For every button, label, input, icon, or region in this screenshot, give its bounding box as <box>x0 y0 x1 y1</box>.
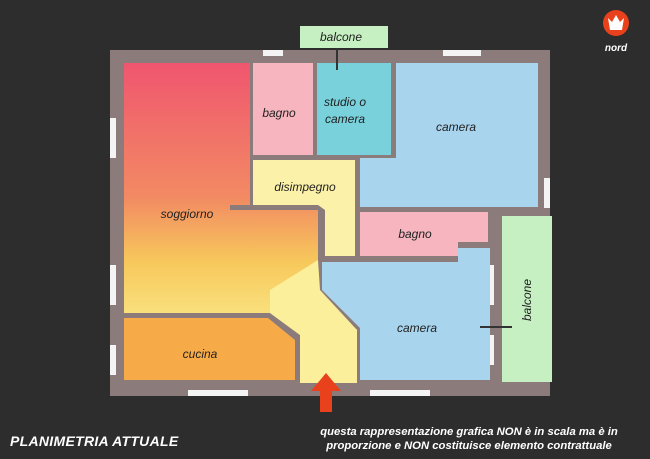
label-disimpegno: disimpegno <box>274 180 336 194</box>
label-balcone-right: balcone <box>520 279 534 321</box>
room-camera-bottom <box>322 248 490 380</box>
room-bagno-top <box>253 63 313 155</box>
brand-name: nord <box>605 43 628 54</box>
label-studio-line2: camera <box>325 112 365 126</box>
label-balcone-top: balcone <box>320 30 362 44</box>
logo-crown-icon <box>608 15 624 30</box>
disclaimer: questa rappresentazione grafica NON è in… <box>320 426 618 452</box>
door-ticks <box>336 48 512 328</box>
plan-title: PLANIMETRIA ATTUALE <box>10 433 179 449</box>
label-bagno-top: bagno <box>262 106 296 120</box>
label-bagno-mid: bagno <box>398 227 432 241</box>
windows <box>110 50 550 396</box>
label-camera-top: camera <box>436 120 476 134</box>
room-camera-top <box>360 63 538 207</box>
label-soggiorno: soggiorno <box>161 207 214 221</box>
room-balcone-top <box>300 26 388 48</box>
room-balcone-right <box>502 216 552 382</box>
room-disimpegno <box>253 160 355 256</box>
room-cucina <box>124 318 295 380</box>
label-cucina: cucina <box>183 347 218 361</box>
entrance-arrow <box>311 373 341 412</box>
room-studio <box>317 63 391 155</box>
room-corridor <box>270 260 357 383</box>
room-bagno-mid <box>360 212 488 256</box>
label-studio-line1: studio o <box>324 95 366 109</box>
nord-logo: nord <box>603 10 629 54</box>
label-camera-bottom: camera <box>397 321 437 335</box>
